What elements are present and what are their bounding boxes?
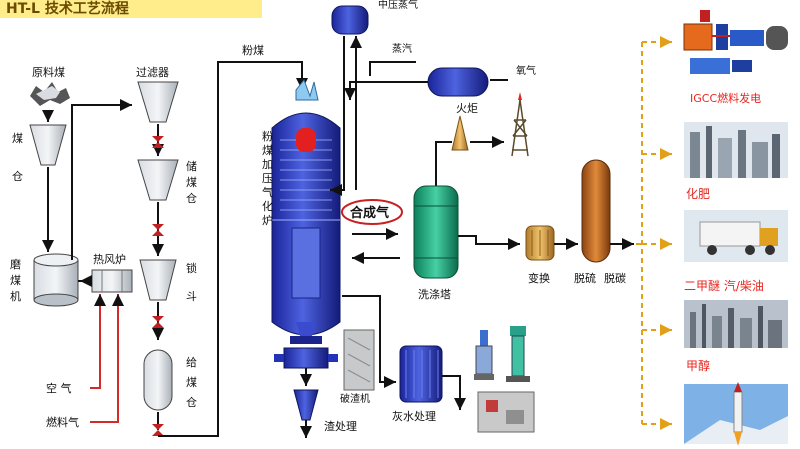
title-banner: HT-L 技术工艺流程 [0, 0, 262, 18]
shift-reactor-icon [525, 225, 555, 261]
ash-water-label: 灰水处理 [392, 409, 436, 423]
pump-icon-1 [474, 330, 494, 380]
oxygen-label: 氧气 [516, 64, 536, 77]
fertilizer-plant-icon [684, 122, 788, 178]
filter-icon [137, 81, 179, 123]
syngas-badge [341, 199, 403, 225]
refinery-icon [684, 300, 788, 348]
igcc-label: IGCC燃料发电 [690, 91, 761, 105]
slag-hopper-icon [293, 389, 319, 421]
igcc-plant-icon [683, 10, 788, 74]
raw-coal-label: 原料煤 [32, 65, 65, 79]
syngas-label: 合成气 [350, 205, 389, 221]
gasifier-label-1: 粉 [262, 130, 273, 143]
gasifier-label-7: 炉 [262, 214, 273, 227]
hot-air-furnace-label: 热风炉 [93, 253, 126, 266]
lock-hopper-icon [139, 259, 177, 301]
page-title: HT-L 技术工艺流程 [6, 0, 129, 17]
valve-icon-1 [152, 136, 164, 142]
slag-treatment-label: 渣处理 [324, 419, 357, 433]
mill-label-2: 煤 [10, 274, 21, 287]
shift-label: 变换 [528, 271, 550, 285]
feed-bin-label-3: 仓 [186, 395, 197, 409]
gasifier-label-4: 压 [262, 172, 273, 185]
hot-air-furnace-icon [91, 269, 133, 293]
gasifier-label-5: 气 [262, 185, 273, 199]
feed-bin-label-2: 煤 [186, 376, 197, 389]
storage-bin-label-3: 仓 [186, 191, 197, 205]
oxygen-vessel-icon [427, 67, 489, 97]
valve-icon-3 [152, 316, 164, 322]
ash-water-tank-icon [399, 345, 443, 403]
lock-hopper-label-2: 斗 [186, 290, 197, 303]
mill-label-3: 机 [10, 289, 21, 303]
mp-steam-label: 中压蒸气 [378, 0, 418, 11]
valve-icon-4 [152, 424, 164, 430]
scrubber-icon [413, 185, 459, 279]
mp-steam-drum-icon [331, 5, 369, 35]
methanol-label: 甲醇 [686, 358, 710, 373]
steam-label: 蒸汽 [392, 42, 412, 55]
fuel-truck-icon [684, 210, 788, 262]
coal-bin-label-2: 仓 [12, 169, 23, 183]
fertilizer-label: 化肥 [686, 187, 710, 201]
valve-icon-2 [152, 224, 164, 230]
raw-coal-icon [30, 82, 70, 106]
pump-icon-2 [506, 326, 530, 382]
flare-stack-icon [451, 115, 469, 151]
coal-mill-icon [33, 253, 79, 307]
coal-bin-icon [29, 124, 67, 166]
rocket-icon [684, 382, 788, 446]
dme-label: 二甲醚 汽/柴油 [684, 278, 764, 293]
scrubber-label: 洗涤塔 [418, 287, 451, 301]
air-label: 空 气 [46, 381, 72, 395]
feed-bin-icon [143, 349, 173, 411]
flare-tower-icon [511, 99, 529, 157]
filter-label: 过滤器 [136, 66, 169, 79]
mill-label-1: 磨 [10, 258, 21, 271]
desulfur-label: 脱硫 [574, 271, 596, 285]
desulfur-decarb-tower-icon [581, 159, 611, 263]
lock-hopper-label-1: 锁 [186, 261, 197, 275]
slag-breaker-icon [274, 347, 338, 369]
coal-bin-label-1: 煤 [12, 132, 23, 145]
storage-bin-label-2: 煤 [186, 176, 197, 189]
product-distribution-lines [636, 36, 672, 430]
storage-bin-icon [137, 159, 179, 201]
gasifier-label-6: 化 [262, 199, 273, 213]
fuel-gas-label: 燃料气 [46, 415, 79, 429]
gasifier-label-3: 加 [262, 158, 273, 171]
storage-bin-label-1: 储 [186, 159, 197, 173]
gasifier-label-2: 煤 [262, 144, 273, 157]
decarb-label: 脱碳 [604, 271, 626, 285]
feed-bin-label-1: 给 [186, 356, 197, 369]
slag-breaker-label: 破渣机 [340, 392, 370, 405]
pulverized-coal-label: 粉煤 [242, 44, 264, 57]
gasifier-icon [271, 79, 341, 344]
flare-label: 火炬 [456, 102, 478, 115]
